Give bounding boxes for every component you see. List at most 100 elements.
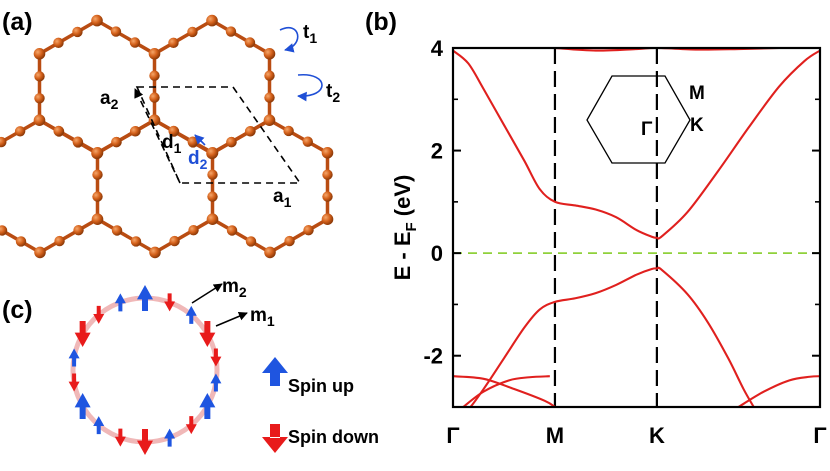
spin-up-arrow — [199, 393, 216, 419]
atom — [53, 125, 64, 137]
lattice-vector-a2-arrow — [134, 88, 181, 184]
spin-up-icon — [262, 357, 288, 386]
panel-a: (a) a2 a1 d1 d2 t1 t2 — [0, 8, 340, 259]
spin-ring — [68, 285, 222, 455]
atom — [168, 125, 179, 137]
band-line — [737, 375, 820, 407]
spin-down-arrow — [93, 305, 105, 324]
ring-outline — [70, 295, 220, 445]
bz-m-label: M — [689, 83, 705, 104]
atom — [187, 136, 198, 147]
bz-k-label: K — [690, 115, 704, 136]
bond — [211, 19, 271, 56]
atom — [206, 213, 219, 225]
atom — [34, 93, 45, 104]
atom — [226, 136, 237, 148]
atom — [149, 92, 160, 103]
lattice-vector-a2: a2 — [100, 88, 119, 112]
atom — [264, 246, 276, 259]
atom — [149, 70, 160, 81]
legend-spin-down-label: Spin down — [288, 427, 379, 447]
atom — [207, 169, 218, 180]
bond — [96, 217, 156, 254]
bond — [211, 217, 271, 254]
spin-down-icon — [262, 424, 288, 453]
atom — [110, 26, 122, 37]
atom — [322, 169, 333, 180]
atom — [206, 147, 219, 159]
atom — [91, 213, 104, 225]
bond — [96, 118, 156, 155]
atom — [111, 225, 123, 236]
plot-area — [453, 48, 820, 407]
atom — [187, 26, 198, 38]
atom — [188, 224, 199, 236]
atom — [322, 191, 333, 202]
lattice-vector-a1: a1 — [273, 186, 292, 210]
atom — [225, 26, 237, 37]
spin-up-arrow — [164, 428, 176, 447]
y-tick-label: 4 — [431, 36, 444, 61]
atom — [72, 136, 83, 147]
legend-spin-up: Spin up — [262, 357, 354, 396]
bond — [96, 19, 156, 56]
atom — [129, 126, 141, 137]
graphyne-lattice — [0, 14, 334, 259]
x-tick-label: K — [649, 423, 665, 448]
plot-frame — [451, 46, 822, 409]
x-tick-label: Γ — [446, 423, 459, 448]
atom — [33, 114, 46, 126]
atom — [207, 191, 218, 202]
spin-down-arrow — [137, 429, 153, 455]
atom — [111, 136, 122, 148]
atom — [321, 213, 334, 225]
atom — [54, 235, 65, 247]
spin-down-arrow — [185, 416, 197, 435]
band-line — [453, 49, 820, 240]
atom — [15, 236, 27, 247]
hopping-t1-label: t1 — [303, 22, 317, 46]
atom — [14, 126, 26, 137]
atom — [206, 14, 218, 27]
atom — [283, 125, 294, 137]
atom — [0, 225, 8, 236]
atom — [264, 70, 275, 81]
y-axis-label: E - EF (eV) — [390, 175, 420, 281]
panel-b-label: (b) — [365, 8, 397, 36]
atom — [92, 169, 103, 180]
hopping-t2-arrow — [297, 74, 323, 102]
atom — [73, 224, 84, 236]
bz-gamma-label: Γ — [641, 119, 653, 140]
spin-up-arrow — [68, 348, 80, 367]
bond — [38, 118, 99, 155]
bond — [0, 227, 41, 254]
atom — [53, 37, 64, 49]
spin-up-arrow — [74, 393, 91, 419]
y-tick-label: -2 — [423, 344, 443, 369]
spin-down-arrow — [210, 348, 222, 367]
atom — [149, 246, 161, 259]
atom — [130, 236, 142, 247]
spin-down-arrow — [164, 293, 176, 312]
atom — [244, 126, 256, 137]
atom — [321, 147, 334, 159]
atom — [91, 147, 104, 159]
distance-d2-arrow — [194, 134, 206, 146]
bond — [153, 118, 214, 155]
bond — [154, 217, 214, 254]
bond — [268, 118, 329, 155]
moment-m2: m2 — [222, 276, 247, 300]
panel-a-label: (a) — [2, 8, 33, 36]
bond — [269, 217, 329, 254]
bond — [39, 217, 99, 254]
legend-spin-up-label: Spin up — [288, 376, 354, 396]
distance-d2: d2 — [188, 148, 208, 172]
spin-up-arrow — [185, 305, 197, 324]
x-tick-label: Γ — [813, 423, 826, 448]
hopping-t1-arrow — [279, 27, 299, 53]
bond — [0, 118, 41, 145]
atom — [169, 235, 180, 247]
